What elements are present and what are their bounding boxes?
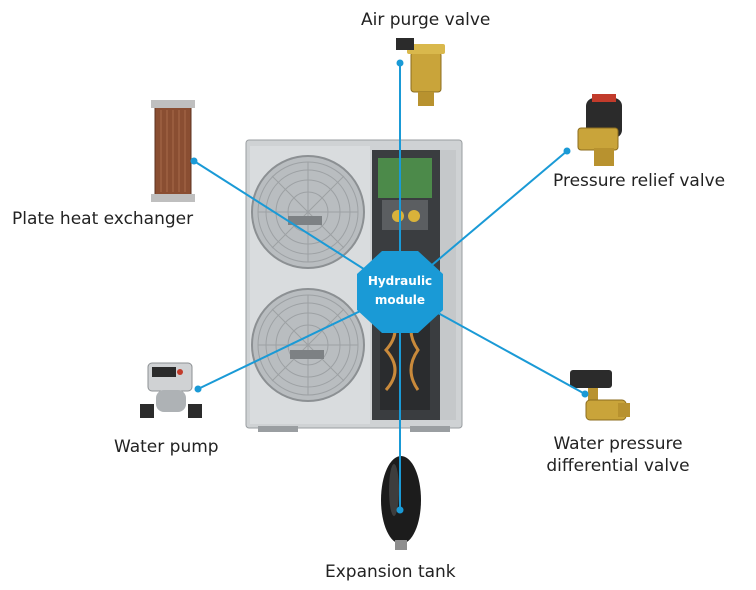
hub-label-line2: module (374, 293, 426, 307)
water-pressure-differential-valve-illustration (570, 370, 630, 421)
label-water-pump: Water pump (114, 437, 219, 457)
connector-dot-pressure-relief (563, 147, 571, 155)
label-water-pressure-differential-valve: Water pressure differential valve (532, 433, 704, 477)
connector-dot-air-purge (396, 59, 404, 67)
connector-dot-water-pump (194, 385, 202, 393)
water-pump-illustration (140, 362, 202, 418)
connector-dot-differential-valve (581, 390, 589, 398)
air-purge-valve-illustration (396, 38, 445, 106)
hub-label-line1: Hydraulic (367, 274, 433, 288)
connector-dot-expansion-tank (396, 506, 404, 514)
plate-heat-exchanger-illustration (151, 100, 195, 202)
label-plate-heat-exchanger: Plate heat exchanger (12, 209, 194, 229)
fan-lower (251, 288, 365, 402)
label-expansion-tank: Expansion tank (325, 562, 456, 582)
label-pressure-relief-valve: Pressure relief valve (553, 171, 726, 191)
fan-upper (251, 155, 365, 269)
hub-label: Hydraulic module (355, 272, 445, 310)
pressure-relief-valve-illustration (577, 94, 622, 166)
label-differential-line1: Water pressure (553, 434, 683, 454)
label-air-purge-valve: Air purge valve (361, 10, 491, 30)
label-differential-line2: differential valve (546, 456, 690, 476)
hydraulic-module-hub (357, 251, 443, 333)
connector-dot-plate-heat-exchanger (190, 157, 198, 165)
